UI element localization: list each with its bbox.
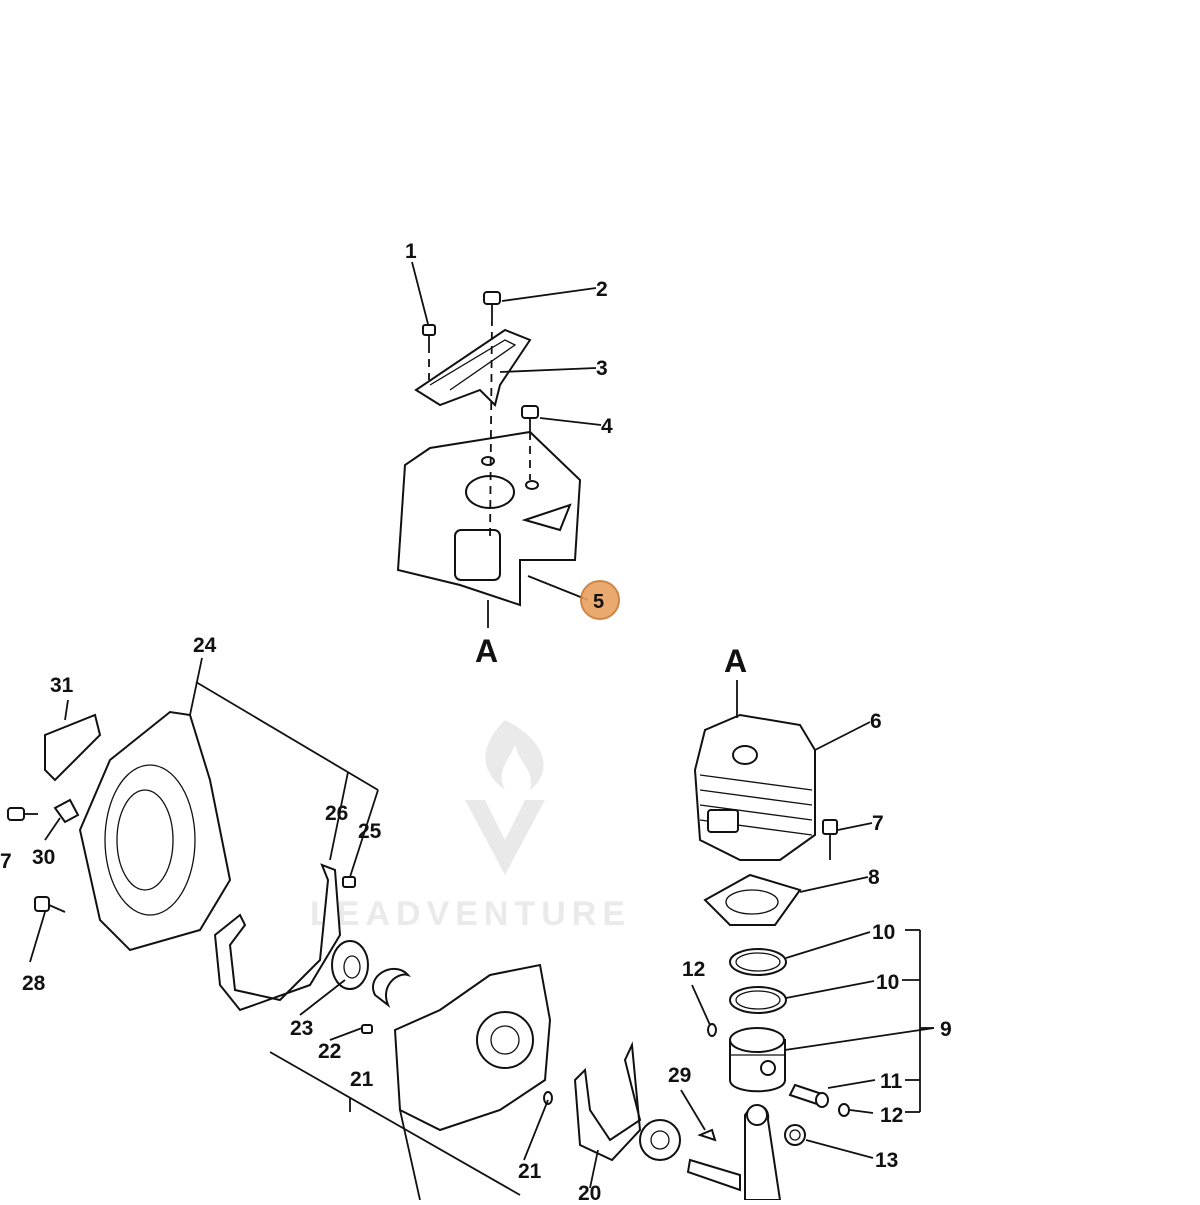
callout-2[interactable]: 2: [596, 278, 608, 301]
callout-9[interactable]: 9: [940, 1018, 952, 1041]
callout-13[interactable]: 13: [875, 1149, 898, 1172]
callout-10a[interactable]: 10: [872, 921, 895, 944]
part-screw-1: [422, 324, 436, 345]
section-label-a-upper: A: [475, 633, 498, 669]
part-cylinder-shroud-5: [396, 430, 582, 607]
part-bearing-13: [784, 1124, 806, 1146]
part-crankshaft: [686, 1104, 782, 1201]
callout-6[interactable]: 6: [870, 710, 882, 733]
watermark-logo: LEADVENTURE: [310, 720, 631, 933]
callout-10b[interactable]: 10: [876, 971, 899, 994]
highlight-marker: [580, 580, 620, 620]
part-dowel-22: [361, 1024, 373, 1034]
part-screw-7-left: [7, 807, 38, 821]
part-fan-housing-24: [78, 710, 232, 952]
part-piston-ring-10a: [729, 948, 787, 976]
part-bearing-lower: [639, 1119, 681, 1161]
part-gasket-8: [703, 873, 802, 926]
callout-21a[interactable]: 21: [350, 1068, 374, 1091]
callout-31[interactable]: 31: [50, 674, 74, 697]
watermark-text: LEADVENTURE: [310, 895, 631, 933]
callout-26[interactable]: 26: [325, 802, 348, 825]
callout-8[interactable]: 8: [868, 866, 880, 889]
part-bolt-4: [521, 405, 539, 432]
part-bolt-2: [483, 291, 501, 318]
callout-7[interactable]: 7: [872, 812, 884, 835]
callout-3[interactable]: 3: [596, 357, 608, 380]
callout-25[interactable]: 25: [358, 820, 382, 843]
part-screw-28: [34, 896, 66, 913]
callout-28[interactable]: 28: [22, 972, 46, 995]
callout-23[interactable]: 23: [290, 1017, 313, 1040]
part-crankcase: [393, 963, 553, 1132]
callout-20[interactable]: 20: [578, 1182, 601, 1205]
leader-lines: [29, 261, 935, 1201]
part-clip-30: [53, 798, 80, 824]
callout-21b[interactable]: 21: [518, 1160, 542, 1183]
part-key-29: [697, 1128, 717, 1142]
callout-12a[interactable]: 12: [682, 958, 705, 981]
part-cover-26: [213, 863, 342, 1012]
part-piston-ring-10b: [729, 986, 787, 1014]
part-bearing-23: [331, 940, 369, 990]
callout-22[interactable]: 22: [318, 1040, 341, 1063]
part-snap-ring: [372, 968, 412, 1009]
part-clip-12b: [838, 1103, 850, 1117]
callout-30[interactable]: 30: [32, 846, 55, 869]
part-clip-12a: [707, 1023, 717, 1037]
part-cylinder-6: [693, 713, 816, 861]
callout-4[interactable]: 4: [601, 415, 613, 438]
callout-7-left[interactable]: 7: [0, 850, 12, 873]
part-piston-pin-11: [788, 1083, 829, 1108]
part-gasket-20: [573, 1041, 642, 1162]
part-screw-25: [342, 876, 356, 888]
callout-5[interactable]: 5: [593, 591, 604, 613]
callout-1[interactable]: 1: [405, 240, 417, 263]
callout-24[interactable]: 24: [193, 634, 217, 657]
part-bracket-3: [414, 328, 532, 407]
part-plate-31: [44, 713, 102, 782]
callout-5-highlight[interactable]: 5: [580, 580, 620, 620]
section-label-a-lower: A: [724, 643, 747, 679]
callout-11[interactable]: 11: [880, 1070, 903, 1093]
callout-29[interactable]: 29: [668, 1064, 691, 1087]
callout-12b[interactable]: 12: [880, 1104, 903, 1127]
part-bolt-7: [822, 819, 838, 860]
part-piston-9: [729, 1027, 786, 1093]
callout-labels: 1 2 3 4 5 6 7 8 9 10 10 11 12 12 13 20 2…: [0, 240, 952, 1205]
